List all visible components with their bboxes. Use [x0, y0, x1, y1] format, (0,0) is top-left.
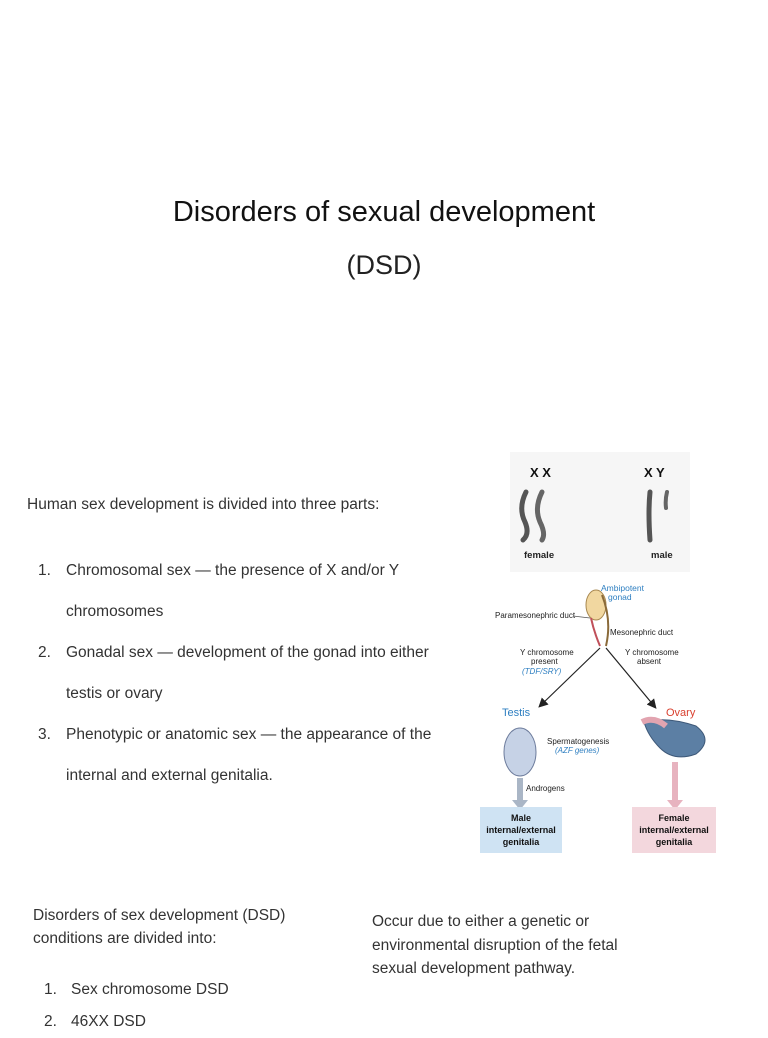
x-chromosome-shape — [519, 489, 530, 543]
page-subtitle: (DSD) — [346, 250, 422, 280]
list-number: 1. — [38, 562, 51, 579]
testis-label: Testis — [502, 707, 531, 719]
tdf-sry-label: (TDF/SRY) — [522, 667, 562, 676]
ambipotent-label: Ambipotent — [601, 583, 645, 593]
list-item: 1. Chromosomal sex — the presence of X a… — [38, 550, 458, 632]
sex-development-diagram: X X X Y female male Ambipotent gonad Par… — [470, 450, 730, 860]
x-chromosome-shape — [646, 489, 653, 543]
arrow-to-ovary — [605, 647, 657, 709]
male-box-label: genitalia — [503, 837, 541, 847]
gonad-label: gonad — [608, 592, 632, 602]
page-title: Disorders of sexual development — [172, 196, 596, 228]
female-box-label: Female — [658, 813, 689, 823]
arrow-head — [512, 800, 528, 810]
list-text: Sex chromosome DSD — [71, 981, 229, 998]
list-number: 1. — [44, 981, 57, 998]
list-item: 3. Phenotypic or anatomic sex — the appe… — [38, 714, 458, 796]
ovary-shape — [643, 719, 706, 758]
list-number: 3. — [38, 726, 51, 743]
diagram-svg: X X X Y female male Ambipotent gonad Par… — [480, 452, 716, 853]
ovary-label: Ovary — [666, 707, 696, 719]
testis-shape — [503, 727, 537, 777]
list-text: Chromosomal sex — the presence of X and/… — [66, 562, 399, 620]
intro-text: Human sex development is divided into th… — [27, 496, 380, 513]
arrow-head — [667, 800, 683, 810]
female-box-label: internal/external — [639, 825, 709, 835]
list-text: 46XX DSD — [71, 1013, 146, 1030]
azf-genes-label: (AZF genes) — [555, 746, 600, 755]
y-present-label-2: present — [531, 657, 558, 666]
y-chromosome-shape — [663, 490, 669, 510]
male-chromosome-label: X Y — [644, 465, 665, 480]
y-absent-label-2: absent — [637, 657, 662, 666]
arrow-to-testis — [538, 647, 601, 708]
list-item: 1. Sex chromosome DSD — [44, 974, 344, 1006]
dsd-intro-text: Disorders of sex development (DSD) condi… — [33, 907, 286, 947]
pointer-line — [572, 615, 591, 619]
ambipotent-gonad-shape — [585, 589, 607, 621]
paramesonephric-label: Paramesonephric duct — [495, 611, 576, 620]
list-number: 2. — [44, 1013, 57, 1030]
list-text: Phenotypic or anatomic sex — the appeara… — [66, 726, 432, 784]
list-item: 2. 46XX DSD — [44, 1006, 344, 1038]
list-item: 2. Gonadal sex — development of the gona… — [38, 632, 458, 714]
female-chromosome-label: X X — [530, 465, 551, 480]
paramesonephric-duct-shape — [590, 617, 601, 647]
mesonephric-label: Mesonephric duct — [610, 628, 674, 637]
androgens-label: Androgens — [526, 784, 565, 793]
male-genitalia-box — [480, 807, 562, 853]
male-box-label: internal/external — [486, 825, 556, 835]
female-label: female — [524, 550, 554, 561]
female-box-label: genitalia — [656, 837, 694, 847]
male-label: male — [651, 550, 673, 561]
spermatogenesis-label: Spermatogenesis — [547, 737, 609, 746]
mesonephric-duct-shape — [601, 594, 610, 647]
y-absent-label: Y chromosome — [625, 648, 679, 657]
dsd-types-list: 1. Sex chromosome DSD 2. 46XX DSD — [44, 974, 344, 1038]
list-number: 2. — [38, 644, 51, 661]
fallopian-tube-shape — [640, 716, 668, 729]
development-parts-list: 1. Chromosomal sex — the presence of X a… — [38, 550, 458, 796]
dsd-cause-text: Occur due to either a genetic or environ… — [372, 913, 618, 977]
x-chromosome-shape — [534, 489, 547, 543]
list-text: Gonadal sex — development of the gonad i… — [66, 644, 429, 702]
female-genitalia-box — [632, 807, 716, 853]
male-box-label: Male — [511, 813, 531, 823]
y-present-label: Y chromosome — [520, 648, 574, 657]
